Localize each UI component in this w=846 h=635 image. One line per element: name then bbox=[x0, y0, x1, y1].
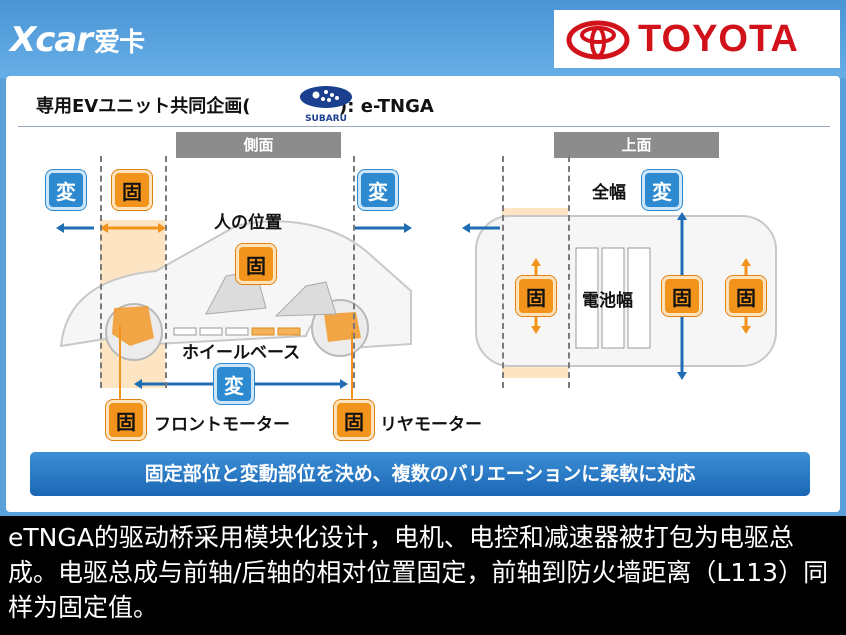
guide-line-top-front bbox=[502, 156, 504, 388]
fixed-badge-front: 固 bbox=[112, 170, 152, 210]
fixed-badge-occupant: 固 bbox=[236, 244, 276, 284]
title-divider bbox=[18, 126, 830, 127]
variable-badge-wheelbase: 変 bbox=[214, 364, 254, 404]
fixed-badge-front-track: 固 bbox=[516, 276, 556, 316]
summary-banner: 固定部位と変動部位を決め、複数のバリエーションに柔軟に対応 bbox=[30, 452, 810, 496]
xcar-logo-text: Xcar bbox=[10, 20, 93, 60]
occupant-position-label: 人の位置 bbox=[214, 213, 282, 233]
guide-line-front-axle bbox=[165, 156, 167, 388]
fixed-badge-front-motor: 固 bbox=[106, 400, 146, 440]
tab-side-view: 側面 bbox=[176, 132, 341, 158]
front-motor-label: フロントモーター bbox=[154, 415, 290, 435]
guide-line-front-overhang bbox=[100, 156, 102, 388]
subaru-logo: SUBARU bbox=[296, 84, 356, 124]
slide-panel: 専用EVユニット共同企画( ): e-TNGA SUBARU 側面 上面 bbox=[6, 76, 840, 512]
variable-badge-full-width: 変 bbox=[642, 170, 682, 210]
toyota-emblem-icon bbox=[566, 20, 630, 60]
tab-top-view: 上面 bbox=[554, 132, 719, 158]
rear-motor-shape bbox=[324, 312, 361, 342]
top-car-silhouette bbox=[475, 215, 777, 367]
fixed-badge-rear-motor: 固 bbox=[334, 400, 374, 440]
full-width-label: 全幅 bbox=[592, 183, 626, 203]
variable-badge-front-overhang: 変 bbox=[46, 170, 86, 210]
fixed-badge-battery: 固 bbox=[662, 276, 702, 316]
top-battery-cells bbox=[575, 247, 651, 349]
front-motor-shape bbox=[112, 306, 154, 346]
caption-text: eTNGA的驱动桥采用模块化设计，电机、电控和减速器被打包为电驱总成。电驱总成与… bbox=[8, 523, 829, 622]
wheelbase-label: ホイールベース bbox=[182, 343, 301, 363]
toyota-wordmark: TOYOTA bbox=[638, 18, 799, 60]
battery-width-label: 電池幅 bbox=[582, 291, 633, 311]
fixed-badge-rear-track: 固 bbox=[726, 276, 766, 316]
subaru-emblem-icon bbox=[300, 86, 352, 108]
slide-title-suffix: ): e-TNGA bbox=[339, 96, 434, 117]
caption-area bbox=[0, 516, 846, 635]
guide-line-rear-axle bbox=[353, 156, 355, 388]
rear-seat bbox=[274, 281, 337, 317]
toyota-logo: TOYOTA bbox=[554, 10, 840, 68]
variable-badge-rear-overhang: 変 bbox=[358, 170, 398, 210]
slide-title-text: 専用EVユニット共同企画( bbox=[36, 96, 251, 117]
side-battery-segments bbox=[173, 327, 301, 336]
xcar-watermark-logo: Xcar 爱卡 bbox=[10, 20, 145, 60]
evunit-diagram bbox=[56, 208, 777, 400]
rear-motor-label: リヤモーター bbox=[380, 415, 482, 435]
guide-line-top-axle bbox=[568, 156, 570, 388]
subaru-wordmark: SUBARU bbox=[305, 114, 347, 124]
slide-title: 専用EVユニット共同企画( ): e-TNGA bbox=[36, 92, 434, 118]
xcar-logo-cn: 爱卡 bbox=[94, 27, 145, 58]
